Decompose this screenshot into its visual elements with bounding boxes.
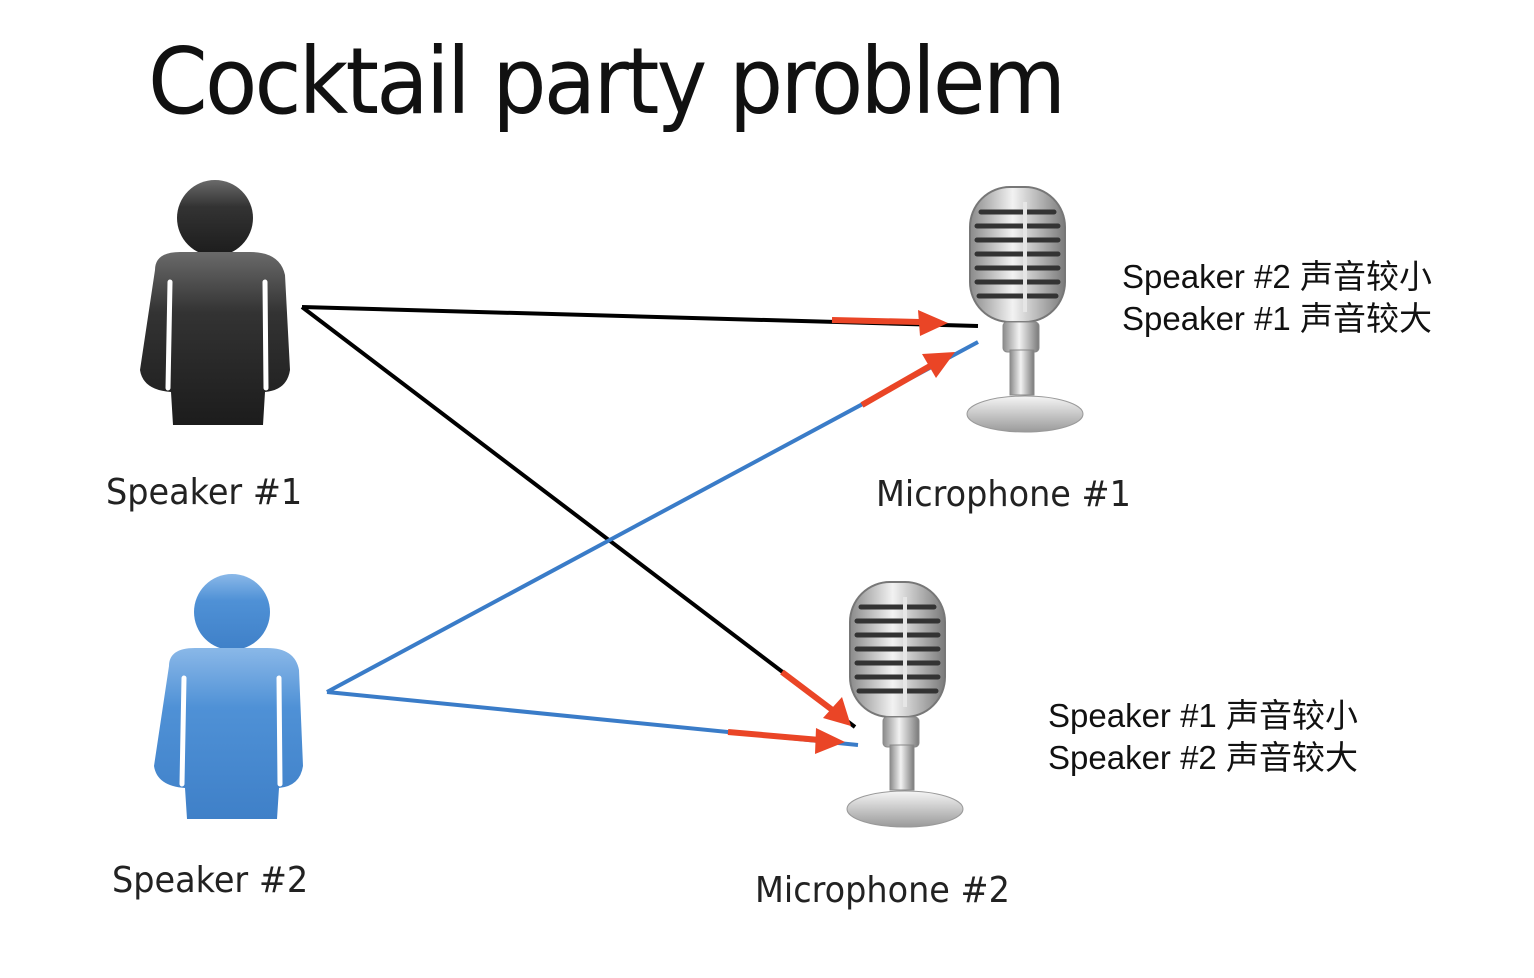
- arrow-speaker2-to-mic1: [860, 352, 955, 408]
- microphone-2-label: Microphone #2: [755, 870, 1010, 911]
- microphone-1-note-line-2: Speaker #1 声音较大: [1122, 300, 1432, 337]
- microphone-icon: [846, 581, 964, 828]
- microphone-icon: [966, 186, 1084, 433]
- arrow-speaker2-to-mic2: [727, 728, 845, 754]
- microphone-2-note-line-2: Speaker #2 声音较大: [1048, 739, 1358, 776]
- diagram-title: Cocktail party problem: [148, 28, 1066, 135]
- microphone-2-note-line-1: Speaker #1 声音较小: [1048, 697, 1358, 734]
- speaker-1-label: Speaker #1: [106, 472, 303, 513]
- person-icon: [140, 180, 290, 425]
- person-icon: [154, 574, 303, 819]
- microphone-2-note: Speaker #1 声音较小 Speaker #2 声音较大: [1048, 695, 1358, 779]
- microphone-1-note-line-1: Speaker #2 声音较小: [1122, 258, 1432, 295]
- arrow-speaker1-to-mic1: [831, 310, 948, 336]
- line-speaker1-mic2: [300, 305, 857, 729]
- microphone-1-note: Speaker #2 声音较小 Speaker #1 声音较大: [1122, 256, 1432, 340]
- arrow-speaker1-to-mic2: [780, 669, 851, 726]
- microphone-1-label: Microphone #1: [876, 474, 1131, 515]
- speaker-2-label: Speaker #2: [112, 860, 309, 901]
